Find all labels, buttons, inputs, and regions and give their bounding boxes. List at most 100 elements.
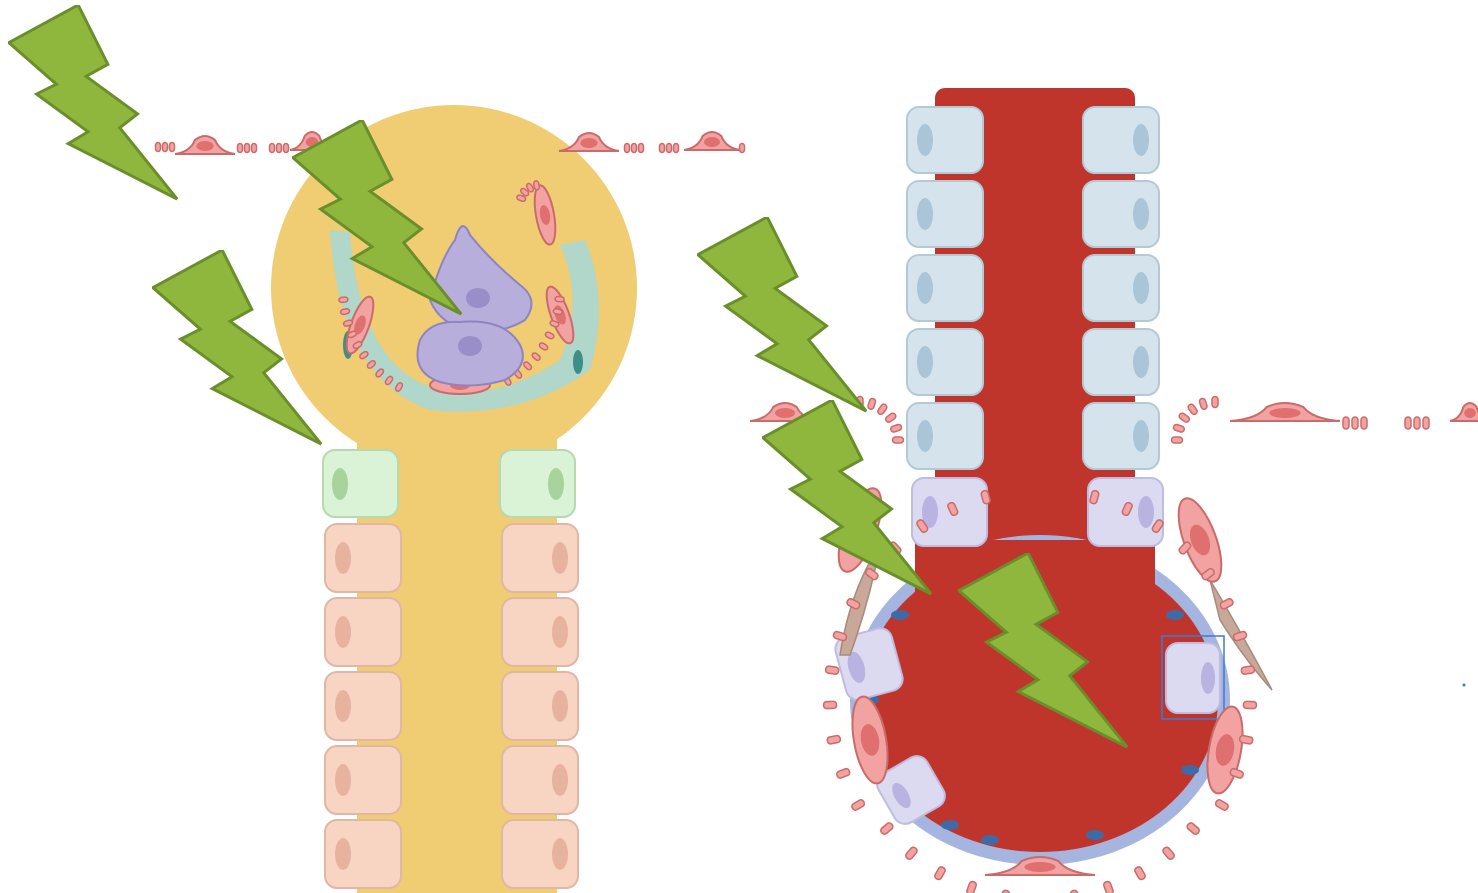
alveolar-membrane-tick (1214, 799, 1229, 812)
alveolar-membrane-tick (836, 768, 851, 779)
macrophage-1-nucleus (466, 288, 490, 308)
ciliated-cell-left-nucleus (917, 198, 933, 230)
surface-flat-cell (175, 136, 235, 154)
surface-flat-cell (559, 133, 619, 151)
cuboidal-cell-left (325, 598, 401, 666)
membrane-tick (639, 144, 644, 153)
alveolar-membrane-tick (1239, 735, 1253, 744)
alveolar-membrane-tick (893, 437, 904, 443)
cuboidal-cell-left (325, 672, 401, 740)
endothelial-nucleus (981, 835, 999, 845)
alveolar-membrane-tick (827, 735, 841, 744)
cuboidal-cell-right-nucleus (552, 690, 568, 722)
ciliated-cell-right-nucleus (1133, 420, 1149, 452)
alveolar-membrane-tick (1103, 881, 1114, 893)
membrane-tick (1405, 417, 1411, 429)
membrane-tick (245, 144, 250, 153)
cuboidal-cell-right-nucleus (552, 616, 568, 648)
membrane-tick (1361, 417, 1367, 429)
cuboidal-cell-left-nucleus (335, 690, 351, 722)
alveolar-membrane-tick (1241, 666, 1255, 675)
alveolar-membrane-tick (867, 398, 876, 410)
club-cell-left (323, 450, 398, 517)
cuboidal-cell-left-nucleus (335, 764, 351, 796)
membrane-tick (740, 144, 745, 153)
cuboidal-cell-left-nucleus (335, 542, 351, 574)
type2-cell-selected (1166, 643, 1220, 713)
alveolar-membrane-tick (339, 297, 348, 303)
outer-alveolar-cell (1170, 493, 1230, 587)
club-cell-right (500, 450, 575, 517)
endothelial-nucleus (1086, 830, 1104, 840)
left-panel (156, 105, 745, 893)
membrane-tick (1423, 417, 1429, 429)
cuboidal-cell-right (502, 820, 578, 888)
bottom-alveolar-cell-nucleus (1024, 862, 1055, 872)
surface-flat-cell-nucleus (1269, 408, 1300, 418)
membrane-tick (170, 143, 175, 152)
alveolar-membrane-tick (1243, 701, 1256, 708)
alveolar-membrane-tick (934, 866, 947, 881)
cuboidal-cell-right (502, 598, 578, 666)
ciliated-cell-right (1083, 255, 1159, 321)
ciliated-cell-left (907, 107, 983, 173)
ciliated-cell-right (1083, 107, 1159, 173)
alveolar-membrane-tick (1172, 437, 1183, 443)
ciliated-cell-right-nucleus (1133, 346, 1149, 378)
alveolar-membrane-tick (1134, 866, 1147, 881)
cuboidal-cell-left-nucleus (335, 838, 351, 870)
ciliated-cell-right-nucleus (1133, 272, 1149, 304)
surface-flat-cell-nucleus (704, 137, 720, 147)
surface-flat-cell-nucleus (1464, 408, 1475, 418)
interstitial-nucleus (573, 350, 583, 374)
cuboidal-cell-right (502, 524, 578, 592)
alveolar-membrane-tick (880, 822, 894, 836)
surface-flat-cell-nucleus (196, 141, 213, 151)
membrane-tick (277, 144, 282, 153)
ciliated-cell-right (1083, 403, 1159, 469)
membrane-tick (163, 143, 168, 152)
cuboidal-cell-right-nucleus (552, 838, 568, 870)
membrane-tick (667, 144, 672, 153)
ciliated-cell-right-nucleus (1133, 198, 1149, 230)
endothelial-nucleus (1181, 765, 1199, 775)
surface-flat-cell (684, 132, 740, 150)
endothelial-nucleus (1166, 610, 1184, 620)
club-cell-right-nucleus (548, 468, 564, 500)
endothelial-nucleus (891, 610, 909, 620)
ciliated-cell-left-nucleus (917, 346, 933, 378)
macrophage-2-nucleus (458, 336, 482, 356)
cuboidal-cell-right-nucleus (552, 542, 568, 574)
membrane-tick (625, 144, 630, 153)
membrane-tick (238, 144, 243, 153)
alveolar-membrane-tick (905, 846, 919, 860)
surface-flat-cell (1450, 403, 1478, 421)
alveolar-membrane-tick (1187, 403, 1198, 415)
stray-dot (1463, 684, 1466, 687)
ciliated-cell-right-nucleus (1133, 124, 1149, 156)
membrane-tick (1414, 417, 1420, 429)
ciliated-cell-left-nucleus (917, 124, 933, 156)
alveolar-membrane-tick (1186, 822, 1200, 836)
ciliated-cell-left (907, 403, 983, 469)
membrane-tick (632, 144, 637, 153)
alveolar-membrane-tick (1199, 398, 1208, 410)
cuboidal-cell-right-nucleus (552, 764, 568, 796)
alveolar-membrane-tick (825, 666, 839, 675)
surface-flat-cell-nucleus (580, 138, 597, 148)
alveolar-membrane-tick (553, 308, 563, 315)
club-cell-left-nucleus (332, 468, 348, 500)
alveolar-membrane-tick (966, 881, 977, 893)
ciliated-cell-left (907, 181, 983, 247)
endothelial-nucleus (941, 820, 959, 830)
alveolar-membrane-tick (1178, 412, 1190, 423)
ciliated-cell-left-nucleus (917, 420, 933, 452)
ciliated-cell-right (1083, 181, 1159, 247)
ciliated-cell-left-nucleus (917, 272, 933, 304)
alveolar-membrane-tick (1212, 397, 1218, 408)
alveolar-membrane-tick (851, 799, 866, 812)
type2-cell-selected-nucleus (1201, 662, 1215, 694)
alveolar-membrane-tick (885, 412, 897, 423)
